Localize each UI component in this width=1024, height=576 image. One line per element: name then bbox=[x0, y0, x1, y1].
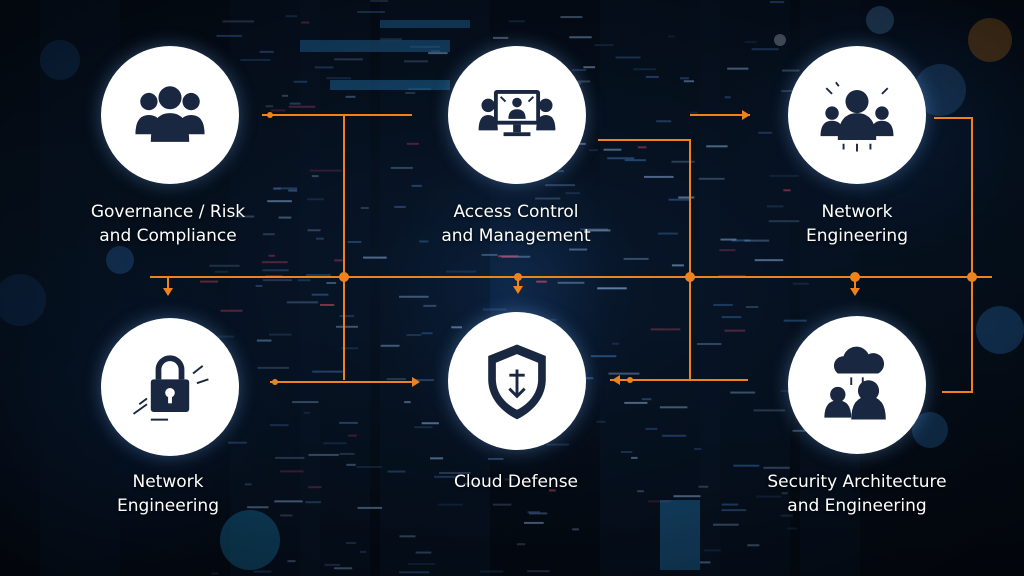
cloud-team-icon bbox=[824, 346, 886, 420]
label-governance: Governance / Risk and Compliance bbox=[48, 200, 288, 248]
node-access-control[interactable] bbox=[448, 46, 586, 184]
label-line: Network bbox=[132, 472, 204, 492]
label-network-engineering-bottom: Network Engineering bbox=[48, 470, 288, 518]
label-line: Governance / Risk bbox=[90, 202, 246, 222]
node-cloud-defense[interactable] bbox=[448, 312, 586, 450]
label-security-architecture: Security Architecture and Engineering bbox=[737, 470, 977, 518]
team-network-icon bbox=[820, 81, 894, 152]
label-line: Cloud Defense bbox=[453, 472, 579, 492]
label-line: Engineering bbox=[117, 496, 219, 516]
node-network-engineering-bottom[interactable] bbox=[101, 318, 239, 456]
label-line: and Engineering bbox=[787, 496, 927, 516]
node-network-engineering-top[interactable] bbox=[788, 46, 926, 184]
label-line: Access Control bbox=[453, 202, 579, 222]
label-line: Network bbox=[821, 202, 893, 222]
node-security-architecture[interactable] bbox=[788, 316, 926, 454]
people-group-icon bbox=[135, 86, 205, 142]
monitor-user-icon bbox=[478, 90, 556, 137]
label-access-control: Access Control and Management bbox=[396, 200, 636, 248]
label-line: and Management bbox=[441, 226, 591, 246]
padlock-icon bbox=[132, 355, 209, 421]
label-cloud-defense: Cloud Defense bbox=[396, 470, 636, 494]
label-network-engineering-top: Network Engineering bbox=[737, 200, 977, 248]
label-line: Engineering bbox=[806, 226, 908, 246]
shield-icon bbox=[488, 344, 546, 420]
label-line: and Compliance bbox=[99, 226, 237, 246]
label-line: Security Architecture bbox=[767, 472, 947, 492]
node-governance[interactable] bbox=[101, 46, 239, 184]
